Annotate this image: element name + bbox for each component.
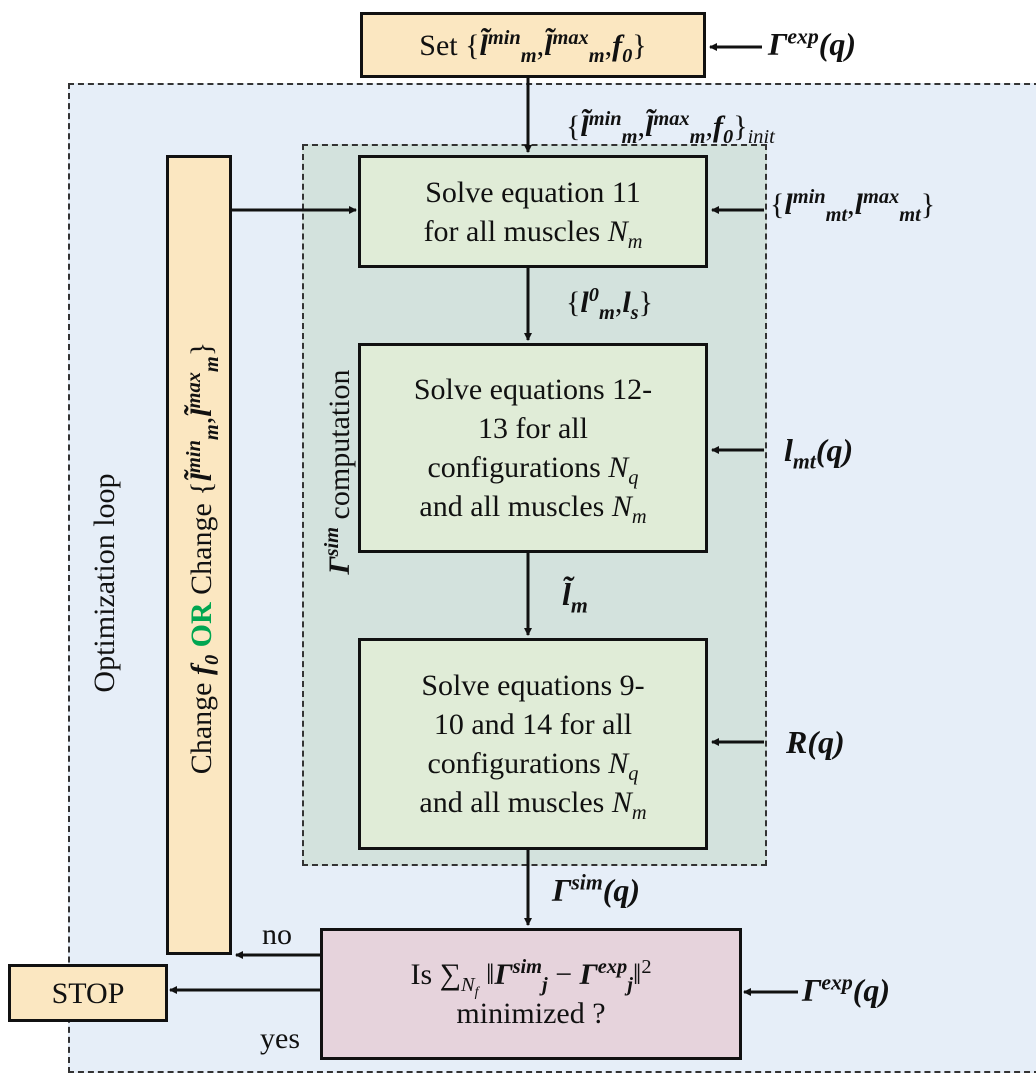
- R-q-input: R(q): [786, 724, 845, 760]
- change-parameters-text: Change f0 OR Change {l̃minm,l̃maxm}: [183, 341, 223, 775]
- minimization-decision-box: Is ∑Nf ‖Γsimj − Γexpj‖2 minimized ?: [320, 928, 742, 1060]
- gamma-sim-flow-label: Γsim(q): [552, 870, 641, 908]
- solve-equation-11-box: Solve equation 11 for all muscles Nm: [358, 155, 708, 268]
- solve-equations-12-13-box: Solve equations 12- 13 for all configura…: [358, 343, 708, 553]
- gamma-exp-input-bottom: Γexp(q): [802, 970, 891, 1008]
- lmt-q-input: lmt(q): [784, 432, 854, 474]
- change-parameters-box: Change f0 OR Change {l̃minm,l̃maxm}: [166, 155, 232, 955]
- l-tilde-m-flow-label: l̃m: [562, 576, 588, 618]
- no-branch-label: no: [262, 918, 292, 951]
- init-parameters-label: {l̃minm,l̃maxm,f0}init: [566, 108, 775, 148]
- sim-computation-label: Γsim computation: [321, 369, 356, 575]
- set-initial-parameters-box: Set {l̃minm,l̃maxm,f0}: [360, 12, 706, 78]
- stop-box: STOP: [8, 964, 168, 1022]
- solve-equations-9-10-14-box: Solve equations 9- 10 and 14 for all con…: [358, 638, 708, 850]
- l0-ls-flow-label: {l0m,ls}: [566, 284, 654, 324]
- optimization-loop-label: Optimization loop: [88, 473, 121, 693]
- lmt-minmax-input: {lminmt,lmaxmt}: [770, 186, 936, 226]
- gamma-exp-input-top: Γexp(q): [768, 24, 857, 62]
- yes-branch-label: yes: [260, 1022, 300, 1055]
